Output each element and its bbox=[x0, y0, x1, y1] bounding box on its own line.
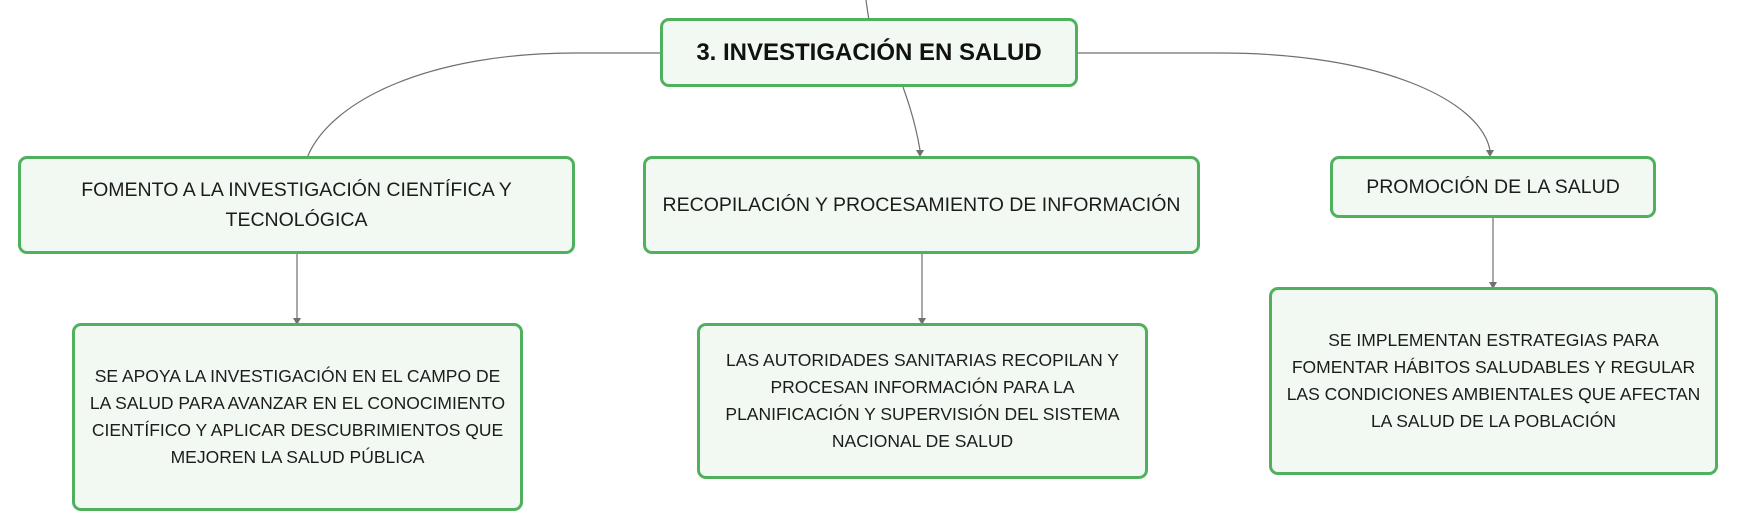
branch-node-label: FOMENTO A LA INVESTIGACIÓN CIENTÍFICA Y … bbox=[81, 179, 512, 231]
detail-node-promocion-salud[interactable]: SE IMPLEMENTAN ESTRATEGIAS PARA FOMENTAR… bbox=[1269, 287, 1718, 475]
connector-root-to-fomento bbox=[306, 52, 662, 159]
branch-node-fomento-investigacion[interactable]: FOMENTO A LA INVESTIGACIÓN CIENTÍFICA Y … bbox=[18, 156, 575, 254]
detail-node-text: SE APOYA LA INVESTIGACIÓN EN EL CAMPO DE… bbox=[89, 366, 506, 467]
detail-node-recopilacion-informacion[interactable]: LAS AUTORIDADES SANITARIAS RECOPILAN Y P… bbox=[697, 323, 1148, 479]
root-node[interactable]: 3. INVESTIGACIÓN EN SALUD bbox=[660, 18, 1078, 87]
detail-node-text: LAS AUTORIDADES SANITARIAS RECOPILAN Y P… bbox=[725, 350, 1120, 451]
branch-node-recopilacion-informacion[interactable]: RECOPILACIÓN Y PROCESAMIENTO DE INFORMAC… bbox=[643, 156, 1200, 254]
branch-node-promocion-salud[interactable]: PROMOCIÓN DE LA SALUD bbox=[1330, 156, 1656, 218]
branch-node-label: RECOPILACIÓN Y PROCESAMIENTO DE INFORMAC… bbox=[662, 194, 1181, 216]
root-node-label: 3. INVESTIGACIÓN EN SALUD bbox=[696, 38, 1042, 66]
branch-node-label: PROMOCIÓN DE LA SALUD bbox=[1366, 176, 1620, 198]
connector-root-to-promocion bbox=[1076, 52, 1491, 151]
connector-root-to-recopilacion bbox=[902, 86, 921, 151]
detail-node-fomento-investigacion[interactable]: SE APOYA LA INVESTIGACIÓN EN EL CAMPO DE… bbox=[72, 323, 523, 511]
detail-node-text: SE IMPLEMENTAN ESTRATEGIAS PARA FOMENTAR… bbox=[1286, 330, 1701, 431]
connector-parent-to-root bbox=[865, 0, 870, 21]
